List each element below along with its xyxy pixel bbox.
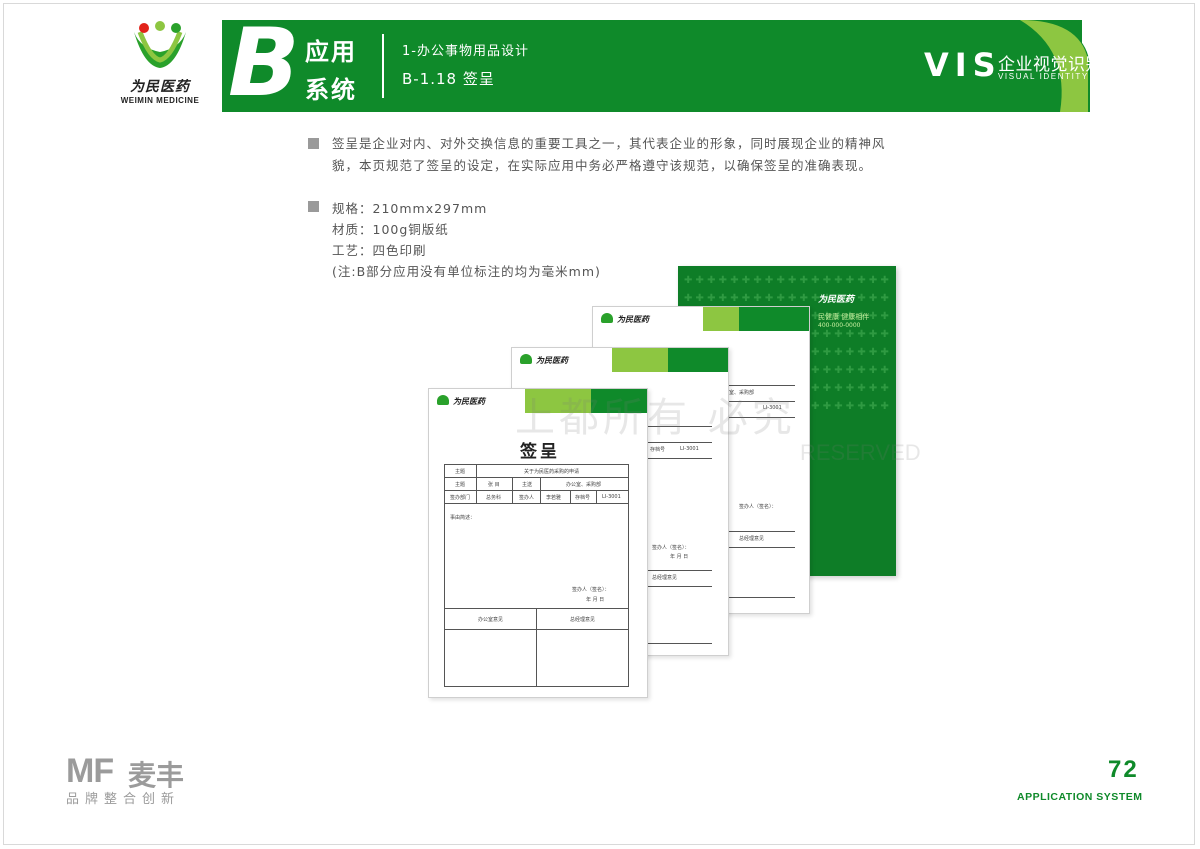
system-label-line2: 系统 [305, 76, 357, 104]
watermark: 上都所有 必究 [515, 395, 796, 441]
mini-logo: 为民医药 [601, 313, 649, 325]
cover-logo: 为民医药 [818, 295, 855, 305]
footer-system-label: APPLICATION SYSTEM [1017, 791, 1143, 803]
cover-slogan: 民健康 健康相伴 [818, 313, 870, 321]
signer-label: 签办人（签名）： [572, 587, 610, 593]
row1-label: 主题 [455, 469, 466, 475]
section-letter: B [228, 9, 300, 118]
page-title: B-1.18 签呈 [402, 70, 495, 88]
logo-english: WEIMIN MEDICINE [120, 96, 200, 105]
logo-mark-icon [134, 21, 186, 68]
header-bar [222, 20, 1082, 112]
page-frame [3, 3, 1195, 845]
bullet-icon [308, 138, 319, 149]
mini-logo: 为民医药 [437, 395, 485, 407]
vis-chinese: 企业视觉识别系统 [998, 55, 1138, 75]
agency-logo: MF [66, 752, 114, 790]
header-swoosh [1000, 20, 1090, 112]
gm-opinion: 总经理意见 [570, 617, 596, 623]
system-label-line1: 应用 [305, 38, 357, 66]
logo-chinese: 为民医药 [130, 79, 190, 95]
page-number: 72 [1108, 756, 1139, 783]
spec-material: 材质：100g铜版纸 [332, 222, 449, 237]
agency-name: 麦丰 [128, 759, 185, 792]
category-label: 1-办公事物用品设计 [402, 44, 529, 59]
bullet-icon [308, 201, 319, 212]
spec-process: 工艺：四色印刷 [332, 243, 427, 258]
form-sheet-front: 为民医药 [428, 388, 648, 698]
body-label: 事由简述： [450, 515, 476, 521]
form-title: 签呈 [520, 442, 560, 462]
vis-label: VIS [924, 46, 1002, 84]
description-text: 签呈是企业对内、对外交换信息的重要工具之一，其代表企业的形象，同时展现企业的精神… [332, 136, 886, 173]
mini-logo: 为民医药 [520, 354, 568, 366]
spec-size: 规格：210mmx297mm [332, 201, 488, 216]
date-label: 年 月 日 [586, 597, 605, 603]
header-divider [382, 34, 384, 98]
office-opinion: 办公室意见 [478, 617, 504, 623]
vis-english: VISUAL IDENTITY SYSTEM [998, 72, 1136, 81]
agency-tagline: 品牌整合创新 [66, 792, 181, 807]
watermark-en: RESERVED [800, 440, 921, 465]
row1-value: 关于为民医药采购的申请 [524, 469, 580, 475]
spec-note: (注:B部分应用没有单位标注的均为毫米mm) [332, 264, 601, 279]
weimin-logo: 为民医药 WEIMIN MEDICINE [120, 18, 200, 108]
cover-phone: 400-000-0000 [818, 322, 861, 329]
